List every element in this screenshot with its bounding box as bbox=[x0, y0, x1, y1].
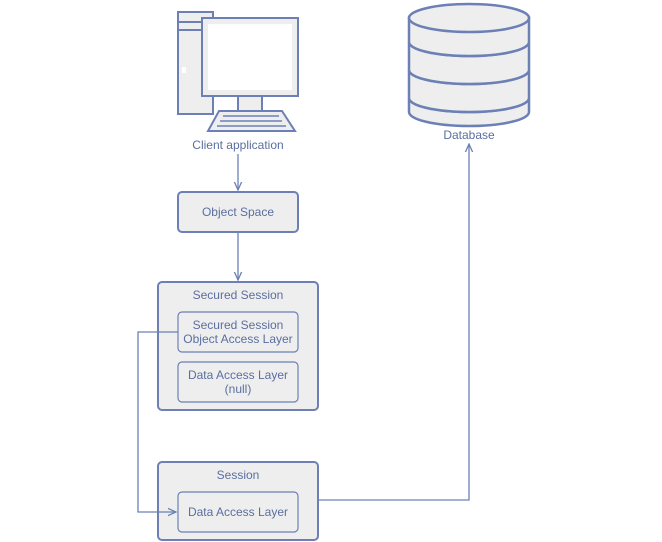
data-access-layer-null-box: Data Access Layer (null) bbox=[177, 361, 299, 403]
secured-session-object-access-layer-box: Secured Session Object Access Layer bbox=[177, 311, 299, 353]
secured-session-box: Secured Session Secured Session Object A… bbox=[157, 281, 319, 411]
data-access-layer-label: Data Access Layer bbox=[188, 505, 288, 519]
session-title: Session bbox=[217, 468, 260, 482]
data-access-layer-box: Data Access Layer bbox=[177, 491, 299, 533]
session-box: Session Data Access Layer bbox=[157, 461, 319, 541]
soal-label-line1: Secured Session bbox=[193, 318, 284, 332]
database-icon bbox=[407, 2, 531, 128]
dal-null-label-line1: Data Access Layer bbox=[188, 368, 288, 382]
client-application-label: Client application bbox=[192, 138, 283, 152]
database-label: Database bbox=[443, 128, 495, 142]
computer-icon bbox=[177, 11, 299, 132]
secured-session-title: Secured Session bbox=[193, 288, 284, 302]
arrow-soal-to-data-access-layer bbox=[137, 331, 178, 512]
dal-null-label-line2: (null) bbox=[225, 382, 252, 396]
object-space-label: Object Space bbox=[202, 205, 274, 219]
object-space-box: Object Space bbox=[177, 191, 299, 233]
soal-label-line2: Object Access Layer bbox=[183, 332, 292, 346]
connectors bbox=[137, 144, 469, 512]
arrow-data-access-layer-to-database bbox=[318, 144, 469, 501]
